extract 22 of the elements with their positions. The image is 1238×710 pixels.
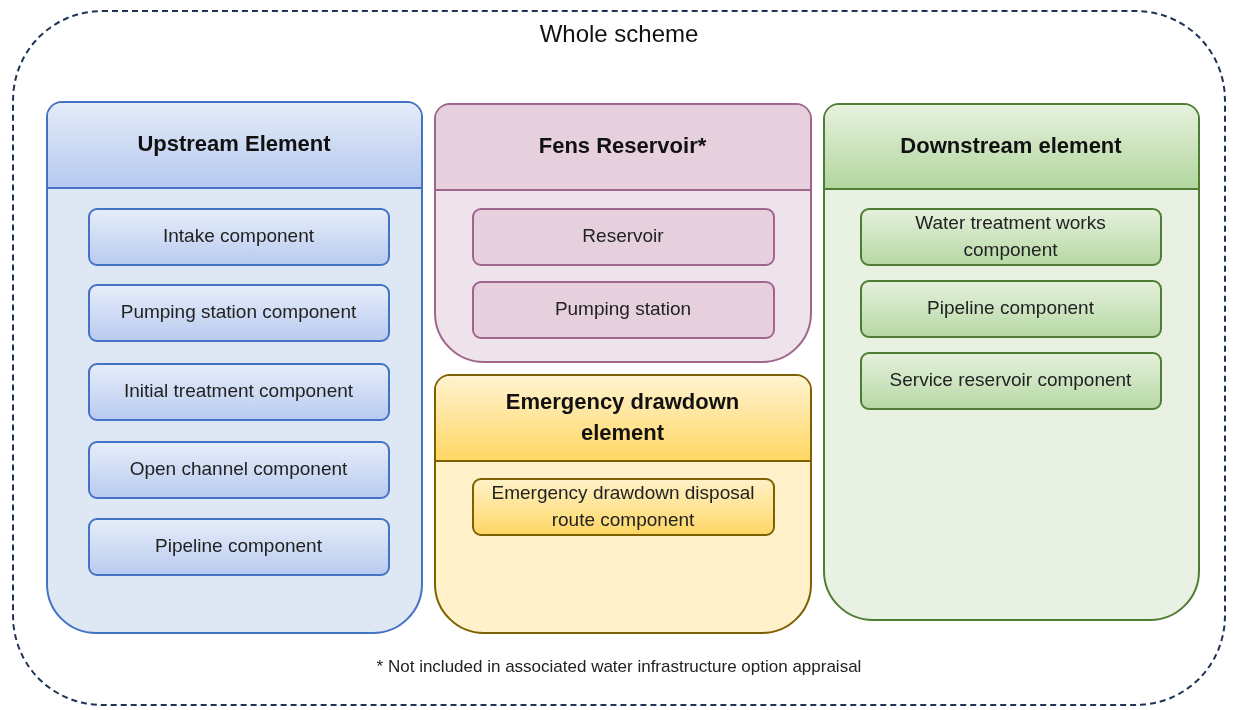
- component-box: Intake component: [87, 207, 390, 266]
- component-box: Water treatment works component: [859, 207, 1162, 266]
- component-box: Emergency drawdown disposal route component: [471, 477, 775, 536]
- component-box: Pumping station component: [87, 283, 390, 342]
- dashed-boundary: [12, 10, 1226, 706]
- element-panel: [433, 373, 812, 634]
- element-panel: [45, 100, 423, 634]
- component-box: Pipeline component: [859, 279, 1162, 338]
- panel-heading: Fens Reservoir*: [435, 104, 810, 191]
- element-panel: [822, 102, 1200, 621]
- component-box: Reservoir: [471, 207, 775, 266]
- panel-heading: Emergency drawdown element: [435, 375, 810, 462]
- panel-heading: Upstream Element: [47, 102, 421, 189]
- scheme-title: Whole scheme: [538, 20, 700, 48]
- footnote: * Not included in associated water infrastructure option appraisal: [375, 657, 863, 677]
- component-box: Initial treatment component: [87, 362, 390, 421]
- component-box: Service reservoir component: [859, 351, 1162, 410]
- panel-heading: Downstream element: [824, 104, 1198, 190]
- component-box: Open channel component: [87, 440, 390, 499]
- element-panel: [433, 102, 812, 363]
- component-box: Pumping station: [471, 280, 775, 339]
- component-box: Pipeline component: [87, 517, 390, 576]
